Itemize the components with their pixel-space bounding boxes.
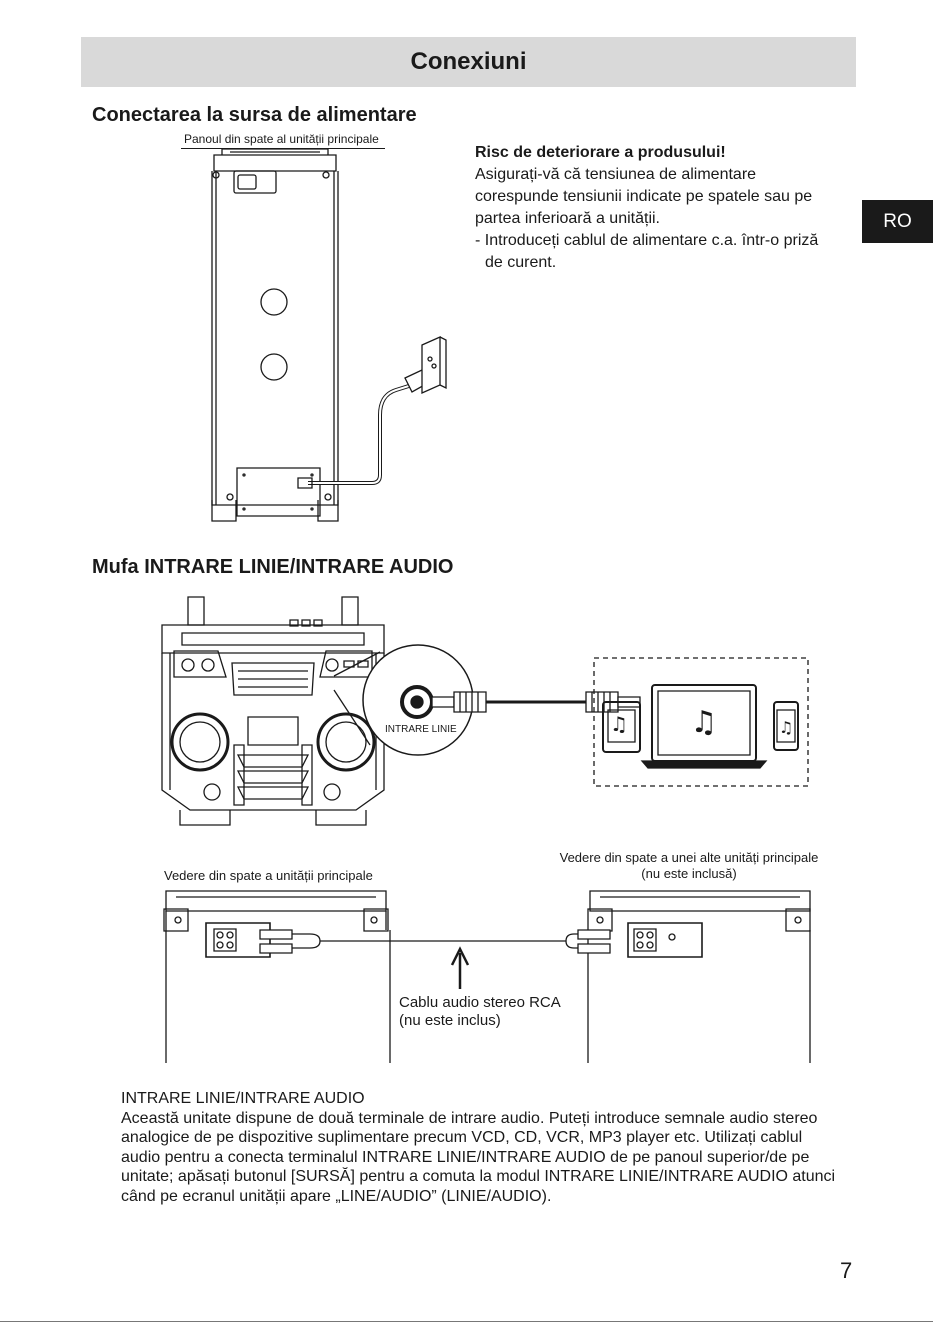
page-header: Conexiuni — [81, 37, 856, 87]
section-title-power: Conectarea la sursa de alimentare — [92, 104, 417, 126]
page-number: 7 — [840, 1258, 853, 1283]
warning-block: Risc de deteriorare a produsului! Asigur… — [475, 142, 835, 274]
rear-other-caption-line2: (nu este inclusă) — [641, 866, 737, 881]
music-note-icon: ♫ — [779, 718, 793, 737]
line-in-description: INTRARE LINIE/INTRARE AUDIO Această unit… — [121, 1089, 841, 1206]
page-title: Conexiuni — [410, 48, 527, 75]
music-note-icon: ♫ — [610, 712, 628, 736]
music-note-icon: ♫ — [691, 705, 718, 740]
rear-main-caption: Vedere din spate a unității principale — [164, 868, 373, 883]
rear-other-caption-line1: Vedere din spate a unei alte unități pri… — [559, 850, 819, 865]
rca-cable-caption-line2: (nu este inclus) — [399, 1012, 501, 1029]
description-heading: INTRARE LINIE/INTRARE AUDIO — [121, 1090, 365, 1107]
warning-text: Asigurați-vă că tensiunea de alimentare … — [475, 166, 813, 227]
rear-views-illustration — [160, 885, 820, 1065]
power-connection-illustration — [200, 145, 460, 530]
bottom-divider — [0, 1321, 933, 1322]
description-text: Această unitate dispune de două terminal… — [121, 1109, 836, 1205]
line-in-cable-illustration: ♫ ♫ ♫ — [320, 650, 820, 795]
language-tab: RO — [862, 200, 933, 243]
section-title-line-in: Mufa INTRARE LINIE/INTRARE AUDIO — [92, 556, 454, 578]
jack-label: INTRARE LINIE — [385, 724, 457, 735]
rca-cable-caption-line1: Cablu audio stereo RCA — [399, 994, 561, 1011]
rear-other-caption: Vedere din spate a unei alte unități pri… — [536, 850, 842, 882]
warning-title: Risc de deteriorare a produsului! — [475, 144, 726, 161]
rca-cable-caption: Cablu audio stereo RCA (nu este inclus) — [399, 994, 561, 1030]
warning-bullet: - Introduceți cablul de alimentare c.a. … — [475, 232, 819, 271]
hifi-unit-illustration — [160, 595, 390, 830]
